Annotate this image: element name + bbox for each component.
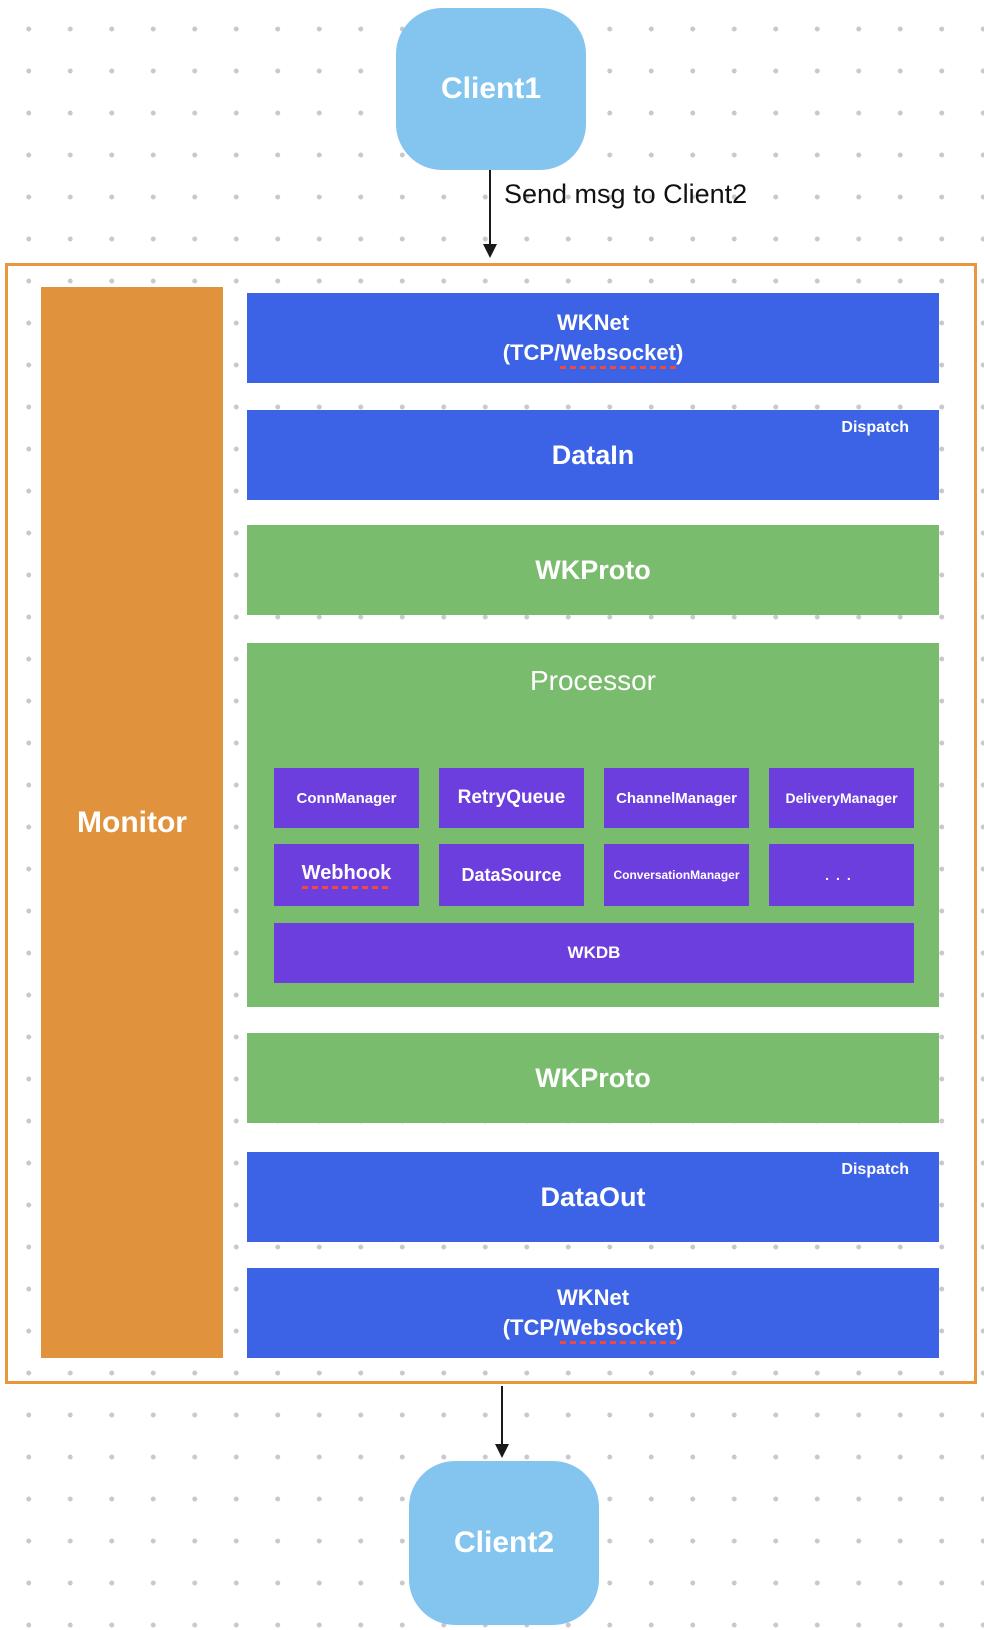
retryqueue-box: RetryQueue xyxy=(439,768,584,828)
webhook-box: Webhook xyxy=(274,844,419,906)
channelmanager-box: ChannelManager xyxy=(604,768,749,828)
arrow-down-icon xyxy=(495,1444,509,1458)
wkproto-bottom-bar: WKProto xyxy=(247,1033,939,1123)
wkdb-bar: WKDB xyxy=(274,923,914,983)
monitor-panel: Monitor xyxy=(41,287,223,1358)
datasource-box: DataSource xyxy=(439,844,584,906)
wknet-bottom-bar: WKNet (TCP/Websocket) xyxy=(247,1268,939,1358)
datain-bar: Dispatch DataIn xyxy=(247,410,939,500)
wknet-top-bar: WKNet (TCP/Websocket) xyxy=(247,293,939,383)
datain-label: DataIn xyxy=(551,439,635,470)
edge-client1-to-server-line xyxy=(489,170,491,246)
wknet-top-label: WKNet (TCP/Websocket) xyxy=(503,308,683,369)
client1-node: Client1 xyxy=(396,8,586,170)
wkproto-bottom-label: WKProto xyxy=(535,1062,651,1093)
spellcheck-underline: Websocket xyxy=(560,340,676,369)
conversationmanager-box: ConversationManager xyxy=(604,844,749,906)
deliverymanager-box: DeliveryManager xyxy=(769,768,914,828)
processor-row1: ConnManager RetryQueue ChannelManager De… xyxy=(274,768,914,828)
wknet-bottom-label: WKNet (TCP/Websocket) xyxy=(503,1283,683,1344)
processor-panel: Processor ConnManager RetryQueue Channel… xyxy=(247,643,939,1007)
monitor-label: Monitor xyxy=(77,805,187,839)
client2-label: Client2 xyxy=(453,1526,555,1559)
spellcheck-underline: Websocket xyxy=(560,1315,676,1344)
client2-node: Client2 xyxy=(409,1461,599,1625)
server-container: Monitor WKNet (TCP/Websocket) Dispatch D… xyxy=(5,263,977,1384)
dispatch-badge: Dispatch xyxy=(841,419,909,436)
processor-row2: Webhook DataSource ConversationManager .… xyxy=(274,844,914,906)
dataout-bar: Dispatch DataOut xyxy=(247,1152,939,1242)
wkproto-top-bar: WKProto xyxy=(247,525,939,615)
ellipsis-box: ... xyxy=(769,844,914,906)
dispatch-badge: Dispatch xyxy=(841,1161,909,1178)
client1-label: Client1 xyxy=(440,72,542,105)
edge-server-to-client2-line xyxy=(501,1386,503,1446)
connmanager-box: ConnManager xyxy=(274,768,419,828)
spellcheck-underline: Webhook xyxy=(301,861,392,889)
arrow-down-icon xyxy=(483,244,497,258)
dataout-label: DataOut xyxy=(540,1181,646,1212)
wkproto-top-label: WKProto xyxy=(535,554,651,585)
processor-title: Processor xyxy=(529,665,657,696)
edge-label: Send msg to Client2 xyxy=(504,179,748,209)
